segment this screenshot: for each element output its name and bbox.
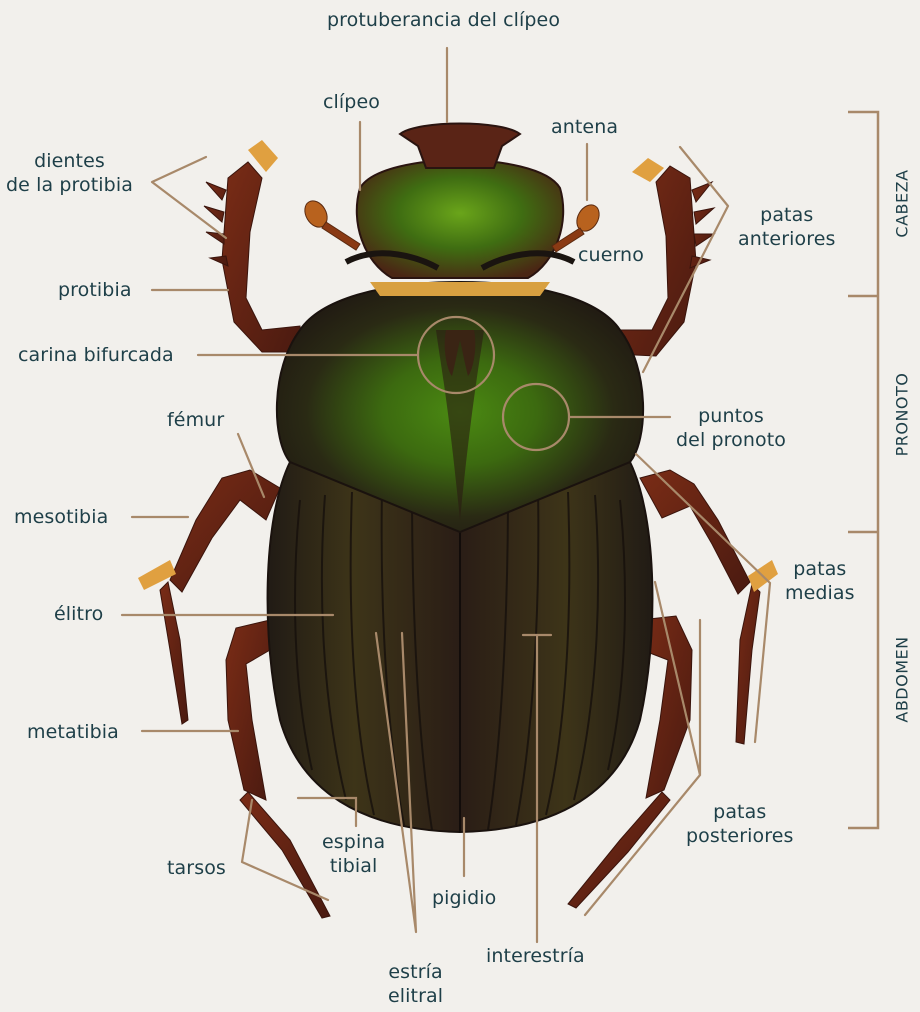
label-metatibia: metatibia bbox=[27, 720, 119, 744]
label-patas-anteriores-line1: patas bbox=[738, 203, 836, 227]
label-estria-line2: elitral bbox=[388, 984, 443, 1008]
section-abdomen: ABDOMEN bbox=[893, 610, 912, 750]
label-protibia: protibia bbox=[58, 278, 132, 302]
label-patas-posteriores-line1: patas bbox=[686, 800, 794, 824]
label-puntos-pronoto: puntos del pronoto bbox=[676, 404, 786, 452]
label-dientes-line1: dientes bbox=[6, 149, 133, 173]
label-dientes-protibia: dientes de la protibia bbox=[6, 149, 133, 197]
label-estria-elitral: estría elitral bbox=[388, 960, 443, 1008]
section-brackets bbox=[848, 112, 878, 828]
label-estria-line1: estría bbox=[388, 960, 443, 984]
label-espina-tibial: espina tibial bbox=[322, 830, 385, 878]
label-patas-anteriores-line2: anteriores bbox=[738, 227, 836, 251]
label-elitro: élitro bbox=[54, 602, 103, 626]
label-antena: antena bbox=[551, 115, 618, 139]
label-femur: fémur bbox=[167, 408, 224, 432]
label-interestria: interestría bbox=[486, 944, 585, 968]
section-pronoto: PRONOTO bbox=[893, 345, 912, 485]
label-tarsos: tarsos bbox=[167, 856, 226, 880]
label-mesotibia: mesotibia bbox=[14, 505, 108, 529]
label-patas-medias-line2: medias bbox=[785, 581, 855, 605]
label-cuerno: cuerno bbox=[578, 243, 644, 267]
label-pigidio: pigidio bbox=[432, 886, 496, 910]
label-espina-line2: tibial bbox=[322, 854, 385, 878]
label-espina-line1: espina bbox=[322, 830, 385, 854]
label-patas-posteriores: patas posteriores bbox=[686, 800, 794, 848]
label-carina-bifurcada: carina bifurcada bbox=[18, 343, 174, 367]
label-protuberancia-clipeo: protuberancia del clípeo bbox=[327, 8, 560, 32]
label-patas-medias-line1: patas bbox=[785, 557, 855, 581]
label-clipeo: clípeo bbox=[323, 90, 380, 114]
label-puntos-line1: puntos bbox=[676, 404, 786, 428]
label-dientes-line2: de la protibia bbox=[6, 173, 133, 197]
label-patas-anteriores: patas anteriores bbox=[738, 203, 836, 251]
section-cabeza: CABEZA bbox=[893, 134, 912, 274]
label-puntos-line2: del pronoto bbox=[676, 428, 786, 452]
label-patas-posteriores-line2: posteriores bbox=[686, 824, 794, 848]
label-patas-medias: patas medias bbox=[785, 557, 855, 605]
